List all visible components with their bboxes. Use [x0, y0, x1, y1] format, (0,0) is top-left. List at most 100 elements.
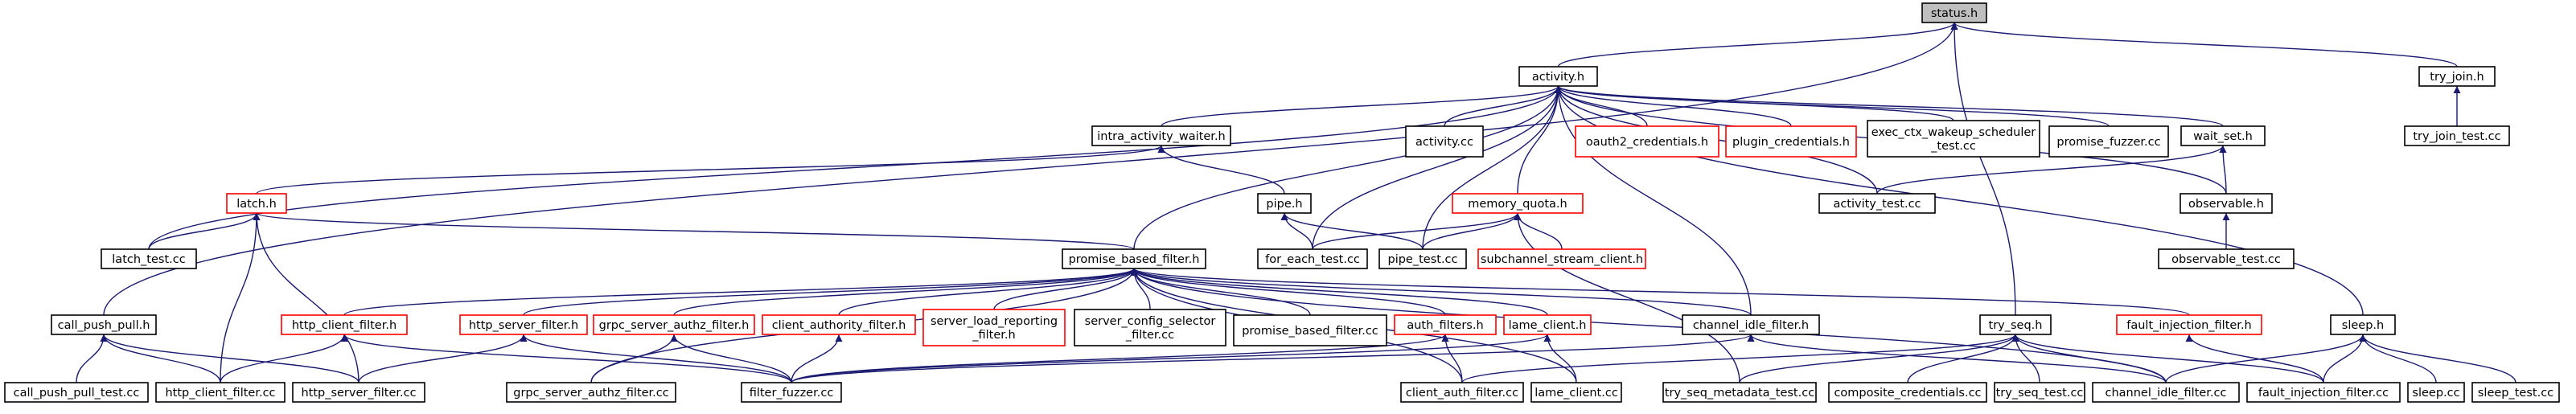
node-call-push-pull-test[interactable]: call_push_pull_test.cc	[4, 382, 149, 403]
node-box	[1828, 382, 1987, 403]
node-composite-credentials[interactable]: composite_credentials.cc	[1828, 382, 1987, 403]
node-http-server-filter-cc[interactable]: http_server_filter.cc	[292, 382, 425, 403]
node-filter-fuzzer[interactable]: filter_fuzzer.cc	[741, 382, 842, 403]
file-nodes: status.h activity.h try_join.h try_join_tes…	[4, 2, 2560, 403]
node-try-seq-metadata-test[interactable]: try_seq_metadata_test.cc	[1662, 382, 1817, 403]
node-activity[interactable]: activity.h	[1518, 66, 1598, 87]
node-try-join-test[interactable]: try_join_test.cc	[2404, 125, 2510, 146]
node-lame-client-h[interactable]: lame_client.h	[1503, 314, 1592, 335]
node-activity-test[interactable]: activity_test.cc	[1818, 193, 1936, 214]
node-latch[interactable]: latch.h	[226, 193, 287, 214]
node-try-seq[interactable]: try_seq.h	[1979, 314, 2052, 335]
edge-http_client_filter_cc-to-latch	[220, 212, 261, 383]
node-for-each-test[interactable]: for_each_test.cc	[1257, 248, 1368, 269]
edge-fault_injection_filter_cc-to-fault_injection_filter_h	[2185, 334, 2324, 383]
node-observable[interactable]: observable.h	[2180, 193, 2273, 214]
node-label: oauth2_credentials.h	[1586, 136, 1708, 149]
node-http-server-filter-h[interactable]: http_server_filter.h	[459, 314, 588, 335]
node-box	[1979, 314, 2052, 335]
node-box	[1575, 125, 1719, 158]
node-status[interactable]: status.h	[1921, 2, 1987, 23]
node-sleep-cc[interactable]: sleep.cc	[2407, 382, 2465, 403]
edge-memory_quota-to-activity	[1517, 85, 1562, 195]
edge-fault_injection_filter_cc-to-try_seq	[2011, 334, 2324, 383]
node-try-join[interactable]: try_join.h	[2418, 66, 2496, 87]
node-box	[2180, 125, 2266, 146]
node-label: grpc_server_authz_filter.h	[599, 319, 750, 332]
edge-plugin_credentials-to-activity	[1555, 85, 1792, 127]
node-box	[1378, 248, 1467, 269]
node-http-client-filter-h[interactable]: http_client_filter.h	[281, 314, 408, 335]
edge-client_auth_filter-to-try_seq	[1461, 334, 2019, 383]
edge-channel_idle_filter_cc-to-channel_idle_filter_h	[1747, 334, 2167, 383]
node-label: composite_credentials.cc	[1834, 387, 1981, 400]
node-promise-based-filter-cc[interactable]: promise_based_filter.cc	[1233, 314, 1387, 346]
node-http-client-filter-cc[interactable]: http_client_filter.cc	[155, 382, 286, 403]
edge-try_seq_metadata_test-to-memory_quota	[1514, 212, 1740, 383]
node-auth-filters[interactable]: auth_filters.h	[1394, 314, 1497, 335]
node-observable-test[interactable]: observable_test.cc	[2158, 248, 2295, 269]
node-exec-ctx-wakeup[interactable]: exec_ctx_wakeup_scheduler_test.cc	[1867, 120, 2040, 158]
edge-try_seq_metadata_test-to-try_seq	[1739, 334, 2019, 383]
edge-pipe_test-to-memory_quota	[1422, 212, 1522, 250]
node-label: http_server_filter.h	[469, 319, 578, 332]
node-pipe-test[interactable]: pipe_test.cc	[1378, 248, 1467, 269]
node-sleep-test[interactable]: sleep_test.cc	[2471, 382, 2560, 403]
node-label: try_seq.h	[1989, 319, 2043, 332]
edge-latch_test-to-latch	[148, 212, 261, 250]
node-box	[1394, 314, 1497, 335]
node-label: lame_client.h	[1509, 319, 1587, 332]
node-box	[459, 314, 588, 335]
node-intra-activity-waiter[interactable]: intra_activity_waiter.h	[1091, 125, 1231, 146]
node-server-config-selector[interactable]: server_config_selector_filter.cc	[1074, 309, 1226, 346]
node-subchannel-stream-client[interactable]: subchannel_stream_client.h	[1477, 248, 1646, 269]
node-box	[762, 314, 916, 335]
node-box	[2404, 125, 2510, 146]
node-box	[2246, 382, 2401, 403]
node-server-load-reporting[interactable]: server_load_reporting_filter.h	[922, 309, 1066, 346]
node-box	[292, 382, 425, 403]
node-fault-injection-filter-h[interactable]: fault_injection_filter.h	[2116, 314, 2262, 335]
node-wait-set[interactable]: wait_set.h	[2180, 125, 2266, 146]
node-activity-cc[interactable]: activity.cc	[1405, 125, 1484, 158]
node-label: sleep_test.cc	[2478, 387, 2553, 400]
node-box	[2092, 382, 2240, 403]
node-label: pipe.h	[1266, 198, 1302, 211]
node-label: observable.h	[2188, 198, 2264, 211]
node-sleep-h[interactable]: sleep.h	[2330, 314, 2396, 335]
edge-channel_idle_filter_h-to-promise_based_filter	[1130, 268, 1752, 316]
node-call-push-pull[interactable]: call_push_pull.h	[51, 314, 157, 335]
node-box	[1921, 2, 1987, 23]
node-pipe[interactable]: pipe.h	[1257, 193, 1312, 214]
node-box	[1725, 125, 1857, 158]
edge-grpc_server_authz_filter_h-to-promise_based_filter	[673, 268, 1138, 316]
node-client-auth-filter[interactable]: client_auth_filter.cc	[1400, 382, 1524, 403]
node-plugin-credentials[interactable]: plugin_credentials.h	[1725, 125, 1857, 158]
node-label: promise_based_filter.cc	[1242, 325, 1378, 338]
node-lame-client-cc[interactable]: lame_client.cc	[1530, 382, 1622, 403]
node-box	[1477, 248, 1646, 269]
node-label: channel_idle_filter.cc	[2105, 387, 2226, 400]
edge-sleep_cc-to-sleep_h	[2359, 334, 2437, 383]
node-channel-idle-filter-cc[interactable]: channel_idle_filter.cc	[2092, 382, 2240, 403]
node-promise-based-filter[interactable]: promise_based_filter.h	[1062, 248, 1206, 269]
node-client-authority-filter-h[interactable]: client_authority_filter.h	[762, 314, 916, 335]
node-box	[51, 314, 157, 335]
node-label: filter_fuzzer.cc	[750, 387, 834, 400]
edge-http_server_filter_cc-to-call_push_pull	[100, 334, 359, 383]
edge-http_client_filter_cc-to-call_push_pull	[100, 334, 221, 383]
node-try-seq-test[interactable]: try_seq_test.cc	[1994, 382, 2085, 403]
node-promise-fuzzer[interactable]: promise_fuzzer.cc	[2048, 125, 2169, 158]
edge-http_server_filter_h-to-promise_based_filter	[523, 268, 1138, 316]
node-label: try_join.h	[2430, 71, 2484, 84]
edge-channel_idle_filter_cc-to-try_seq	[2011, 334, 2167, 383]
node-grpc-server-authz-filter-h[interactable]: grpc_server_authz_filter.h	[593, 314, 755, 335]
node-latch-test[interactable]: latch_test.cc	[101, 248, 197, 269]
node-channel-idle-filter-h[interactable]: channel_idle_filter.h	[1682, 314, 1820, 335]
node-fault-injection-filter-cc[interactable]: fault_injection_filter.cc	[2246, 382, 2401, 403]
node-oauth2-credentials[interactable]: oauth2_credentials.h	[1575, 125, 1719, 158]
node-box	[226, 193, 287, 214]
node-grpc-server-authz-filter-cc[interactable]: grpc_server_authz_filter.cc	[506, 382, 676, 403]
node-memory-quota[interactable]: memory_quota.h	[1452, 193, 1584, 214]
node-box	[2116, 314, 2262, 335]
